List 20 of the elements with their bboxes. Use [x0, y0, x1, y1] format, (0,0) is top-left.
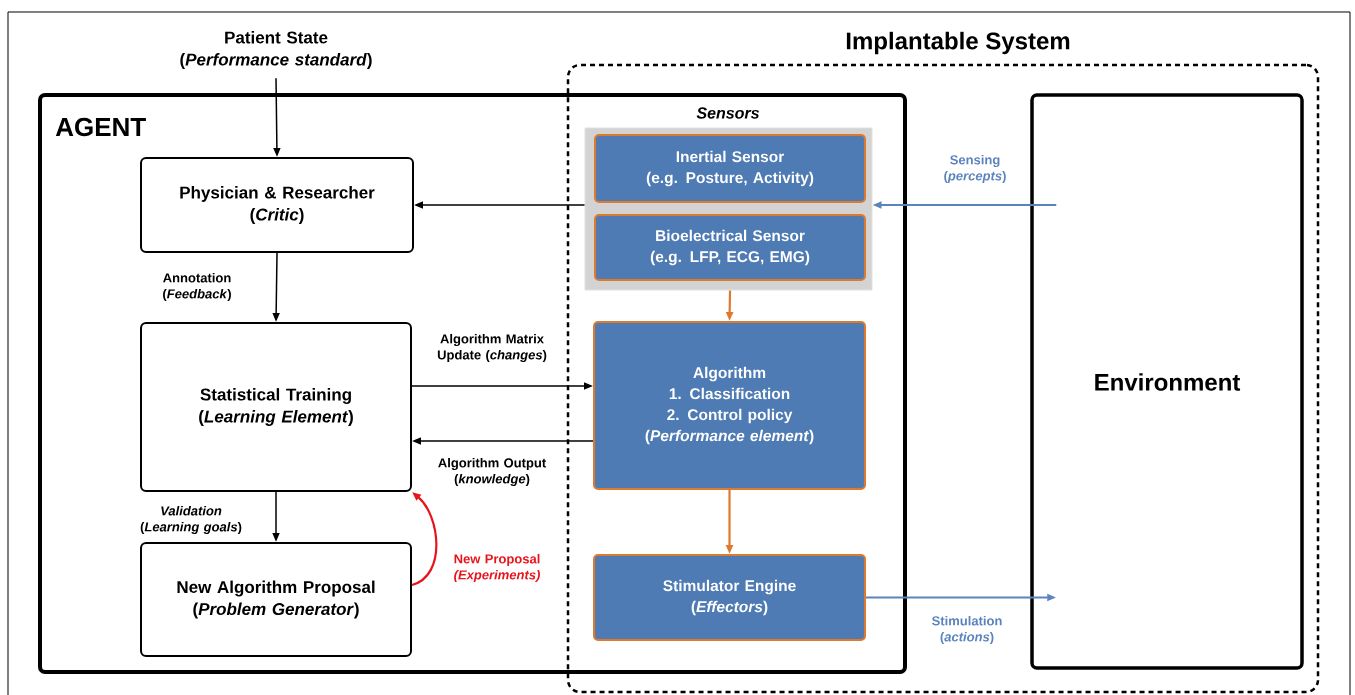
process-box: Bioelectrical Sensor (e.g. LFP, ECG, EMG) [594, 214, 866, 281]
process-box: New Algorithm Proposal (Problem Generator) [140, 542, 412, 657]
group-heading: Sensors [696, 107, 759, 119]
edge-label: New Proposal (Experiments) [454, 553, 540, 583]
edge-label: Validation (Learning goals) [140, 505, 242, 535]
environment-box: Environment [1030, 93, 1304, 670]
box-heading: Implantable System [846, 31, 1070, 55]
edge-label: Sensing (percepts) [944, 154, 1006, 184]
process-box: Inertial Sensor (e.g. Posture, Activity) [594, 134, 866, 203]
box-heading: AGENT [55, 117, 146, 137]
process-box: Physician & Researcher (Critic) [140, 157, 414, 253]
process-box: Statistical Training (Learning Element) [140, 322, 412, 492]
edge-label: Algorithm Matrix Update (changes) [437, 333, 547, 363]
edge-label: Annotation (Feedback) [163, 272, 231, 302]
edge-label: Stimulation (actions) [932, 615, 1002, 645]
edge-label: Algorithm Output (knowledge) [438, 457, 546, 487]
process-box: Algorithm 1. Classification 2. Control policy (Performance element) [593, 321, 866, 490]
arrow [411, 492, 438, 586]
label-text: Patient State (Performance standard) [180, 31, 372, 69]
process-box: Stimulator Engine (Effectors) [593, 554, 866, 641]
